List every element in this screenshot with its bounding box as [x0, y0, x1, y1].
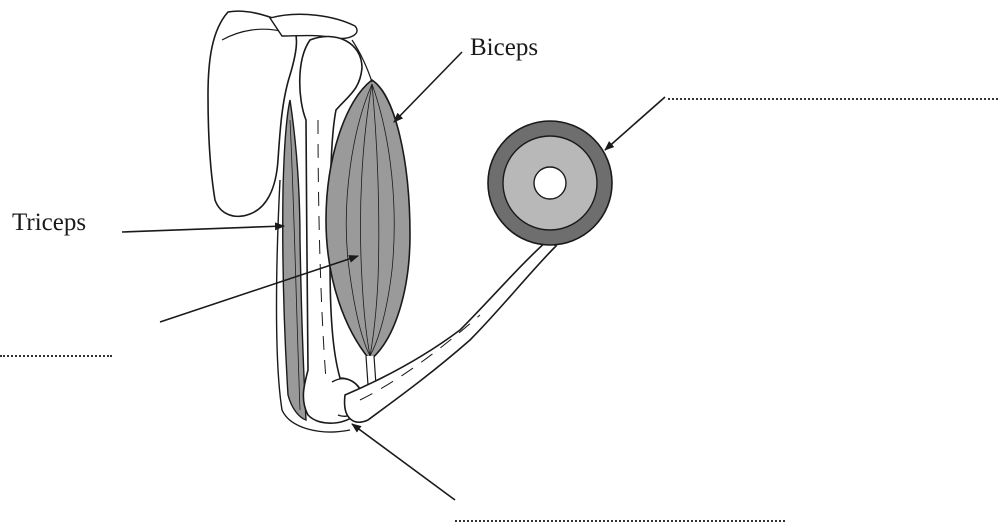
biceps-label: Biceps	[470, 35, 538, 60]
elbow-joint-arrow	[352, 424, 455, 500]
muscle-tissue-blank[interactable]	[0, 355, 112, 357]
biceps-muscle	[326, 80, 410, 360]
joint-cross-section-blank[interactable]	[668, 98, 998, 100]
triceps-muscle	[283, 100, 306, 420]
cross-section-core	[534, 167, 566, 199]
elbow-joint-blank[interactable]	[455, 520, 785, 522]
cross-section-arrow	[605, 97, 665, 150]
clavicle	[270, 14, 357, 38]
triceps-label: Triceps	[12, 210, 86, 235]
biceps-arrow	[394, 52, 462, 122]
triceps-arrow	[122, 226, 284, 232]
